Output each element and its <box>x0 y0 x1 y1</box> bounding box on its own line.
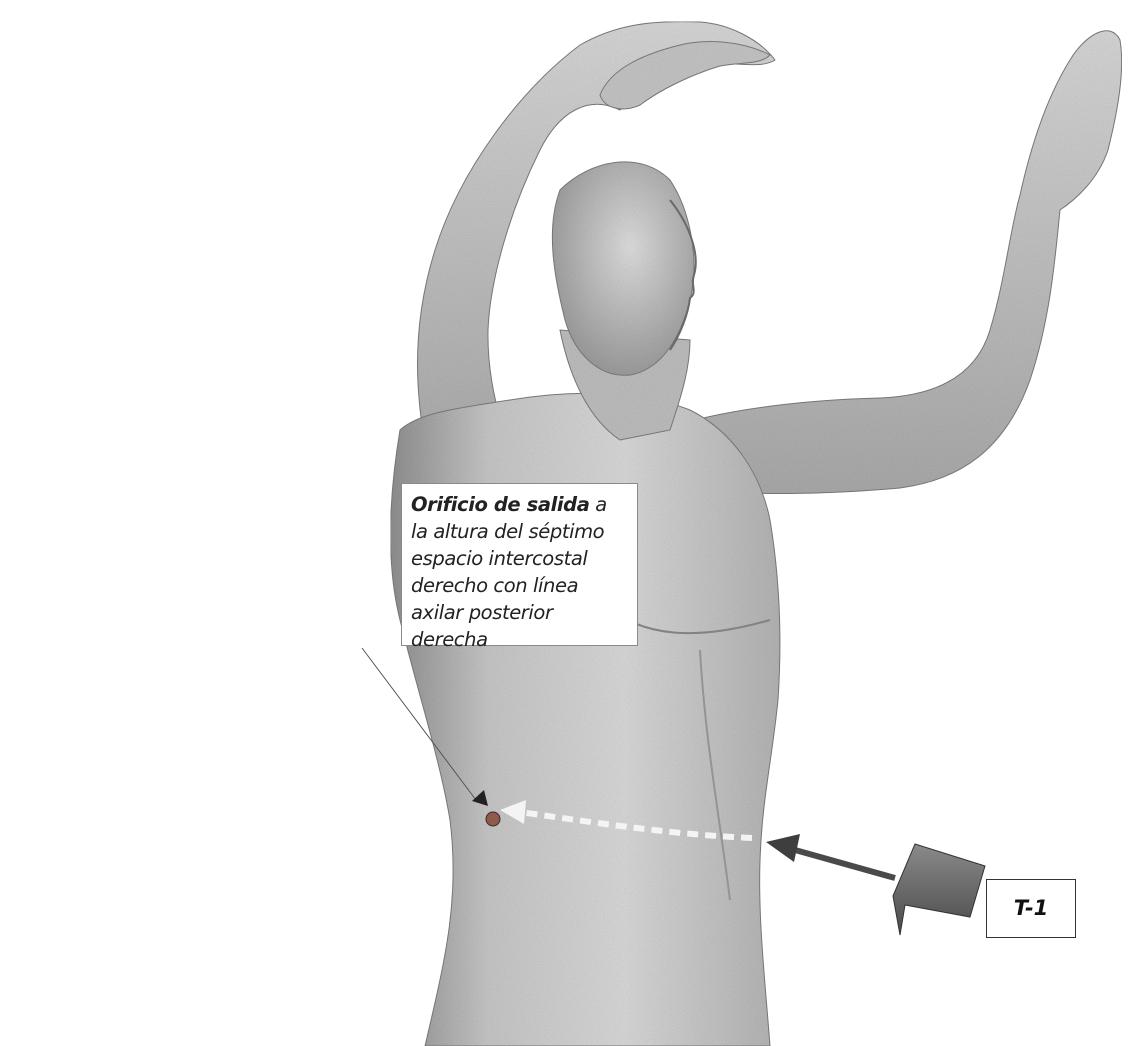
exit-wound-callout: Orificio de salida a la altura del sépti… <box>401 483 638 646</box>
callout-body-text: a la altura del séptimo espacio intercos… <box>411 493 607 651</box>
entry-arrow-icon <box>766 834 985 935</box>
right-side-arm <box>660 31 1122 494</box>
entry-wound-tag: T-1 <box>986 879 1076 938</box>
callout-bold-text: Orificio de salida <box>411 493 590 516</box>
exit-point-marker <box>486 812 500 826</box>
